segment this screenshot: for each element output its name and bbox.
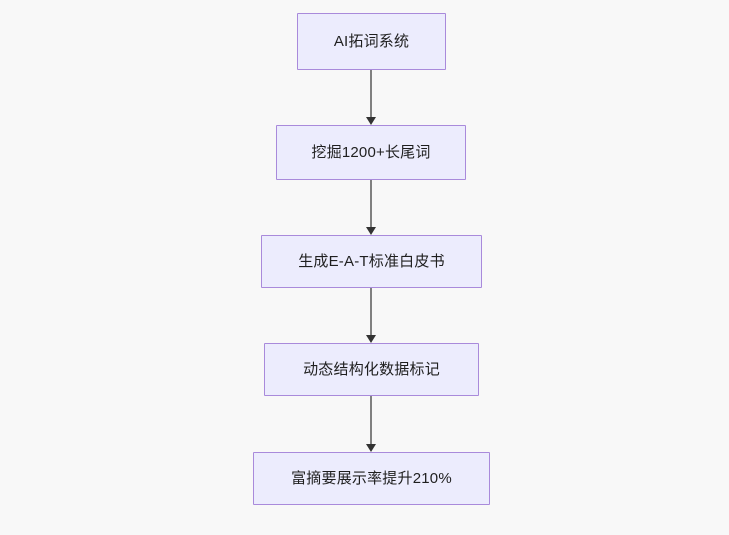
flow-edge-2: [361, 288, 381, 343]
arrowhead-down-icon: [366, 444, 376, 452]
edge-line: [370, 70, 372, 117]
arrowhead-down-icon: [366, 335, 376, 343]
flow-node-dynamic-structured-data-markup[interactable]: 动态结构化数据标记: [264, 343, 479, 396]
flow-node-rich-snippet-impression-lift[interactable]: 富摘要展示率提升210%: [253, 452, 490, 505]
flow-node-label: 挖掘1200+长尾词: [311, 143, 431, 161]
flow-node-label: 动态结构化数据标记: [303, 360, 440, 378]
flow-node-label: 生成E-A-T标准白皮书: [298, 252, 445, 270]
edge-line: [370, 288, 372, 335]
edge-line: [370, 180, 372, 227]
flow-node-label: 富摘要展示率提升210%: [291, 469, 452, 487]
flow-node-label: AI拓词系统: [333, 32, 410, 50]
flow-edge-1: [361, 180, 381, 235]
arrowhead-down-icon: [366, 227, 376, 235]
flow-node-mine-longtail-keywords[interactable]: 挖掘1200+长尾词: [276, 125, 466, 180]
flow-node-ai-keyword-system[interactable]: AI拓词系统: [297, 13, 446, 70]
edge-line: [370, 396, 372, 444]
arrowhead-down-icon: [366, 117, 376, 125]
flow-edge-3: [361, 396, 381, 452]
flow-node-generate-eat-whitepaper[interactable]: 生成E-A-T标准白皮书: [261, 235, 482, 288]
flow-edge-0: [361, 70, 381, 125]
